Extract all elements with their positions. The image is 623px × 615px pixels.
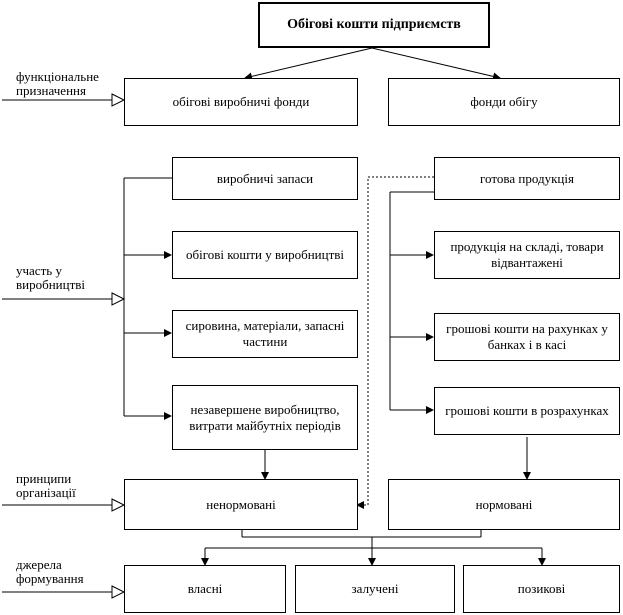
side-arrowhead-3 bbox=[111, 498, 126, 512]
box-non-normalized: ненормовані bbox=[124, 479, 358, 530]
side-arrowhead-1 bbox=[111, 93, 126, 107]
side-arrowhead-4 bbox=[111, 585, 126, 599]
box-work-in-progress: незавершене виробництво, витрати майбутн… bbox=[172, 385, 358, 450]
box-production-reserves: виробничі запаси bbox=[172, 157, 358, 200]
diagram-title-box: Обігові кошти підприємств bbox=[258, 2, 490, 48]
box-borrowed: позикові bbox=[463, 565, 620, 613]
side-arrowhead-2 bbox=[111, 292, 126, 306]
box-cash-in-bank: грошові кошти на рахунках у банках і в к… bbox=[434, 313, 620, 361]
box-raw-materials: сировина, матеріали, запасні частини bbox=[172, 310, 358, 358]
box-production-funds: обігові виробничі фонди bbox=[124, 78, 358, 126]
dotted-arrow-to-non-normalized bbox=[356, 176, 434, 509]
arrow-title-to-circulation-funds bbox=[371, 47, 501, 81]
box-funds-in-production: обігові кошти у виробництві bbox=[172, 231, 358, 279]
box-own: власні bbox=[124, 565, 286, 613]
box-products-in-warehouse: продукція на складі, товари відвантажені bbox=[434, 231, 620, 279]
arrow-title-to-production-funds bbox=[244, 47, 373, 81]
box-attracted: залучені bbox=[295, 565, 455, 613]
box-circulation-funds: фонди обігу bbox=[388, 78, 620, 126]
box-finished-products: готова продукція bbox=[434, 157, 620, 200]
box-cash-in-settlements: грошові кошти в розрахунках bbox=[434, 387, 620, 435]
box-normalized: нормовані bbox=[388, 479, 620, 530]
